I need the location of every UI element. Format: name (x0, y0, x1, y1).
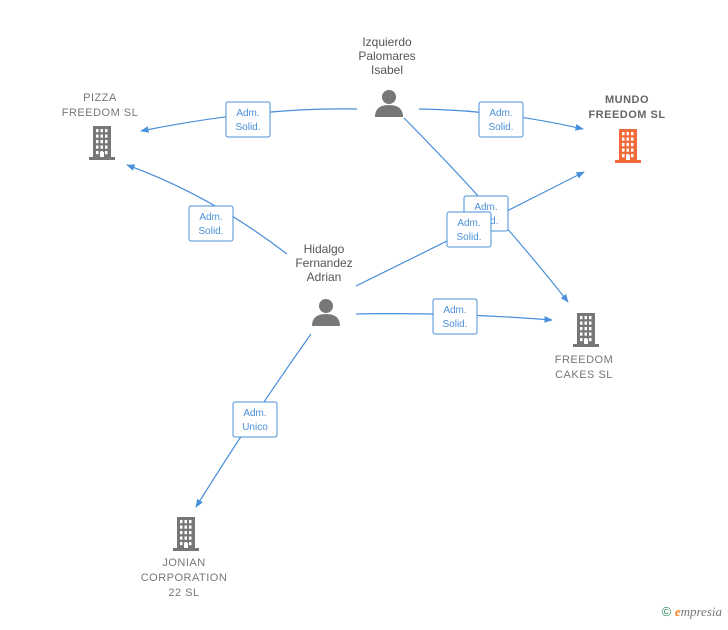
building-icon (173, 517, 199, 551)
company-name-line: FREEDOM (555, 354, 614, 366)
person-name-line: Adrian (307, 270, 342, 284)
edge-label-text: Solid. (442, 319, 467, 330)
empresia-logo[interactable]: empresia (675, 604, 722, 619)
edge-label-box[interactable] (232, 401, 278, 438)
edge-label-text: Solid. (235, 122, 260, 133)
pizza-freedom-company[interactable]: PIZZA FREEDOM SL (62, 92, 139, 160)
edge-label-text: Unico (242, 422, 268, 433)
edge-label-box[interactable] (225, 101, 271, 138)
edge-label-box[interactable] (478, 101, 524, 138)
person-name-line: Izquierdo (362, 35, 412, 49)
person-icon (375, 90, 403, 117)
edge-label-e5[interactable]: Adm. Solid. (446, 211, 492, 248)
edge-label-text: Solid. (198, 226, 223, 237)
building-icon (573, 313, 599, 347)
edge-label-text: Adm. (489, 108, 512, 119)
person-name-line: Fernandez (295, 256, 352, 270)
edge-label-box[interactable] (446, 211, 492, 248)
person-icon (312, 299, 340, 326)
edge-label-text: Adm. (199, 212, 222, 223)
freedom-cakes-company[interactable]: FREEDOM CAKES SL (555, 313, 614, 381)
edge-label-box[interactable] (188, 205, 234, 242)
edge-labels-layer: Adm. Solid. Adm. Solid. Adm. Solid. Adm. Solid.… (188, 101, 524, 438)
company-name-line: PIZZA (83, 92, 117, 104)
person-name-line: Palomares (358, 49, 415, 63)
company-name-line: MUNDO (605, 94, 649, 106)
edges-layer (126, 108, 585, 508)
company-name-line: CORPORATION (141, 572, 228, 584)
edge-label-e1[interactable]: Adm. Solid. (225, 101, 271, 138)
brand-name: mpresia (680, 604, 722, 619)
edge-label-text: Adm. (474, 202, 497, 213)
edge-label-text: Adm. (457, 218, 480, 229)
building-icon (615, 129, 641, 163)
edge-label-box[interactable] (432, 298, 478, 335)
person-name-line: Isabel (371, 63, 403, 77)
edge-label-e4[interactable]: Adm. Solid. (188, 205, 234, 242)
person-name-line: Hidalgo (304, 242, 345, 256)
company-name-line: 22 SL (168, 587, 199, 599)
edge-label-e7[interactable]: Adm. Unico (232, 401, 278, 438)
edge-label-e2[interactable]: Adm. Solid. (478, 101, 524, 138)
edge-label-e6[interactable]: Adm. Solid. (432, 298, 478, 335)
copyright-footer: © empresia (662, 604, 722, 620)
copyright-symbol: © (661, 604, 672, 619)
company-name-line: CAKES SL (555, 369, 613, 381)
nodes-layer: IzquierdoPalomaresIsabelHidalgoFernandez… (62, 35, 665, 599)
edge-label-text: Adm. (243, 408, 266, 419)
edge-label-text: Solid. (488, 122, 513, 133)
edge-label-text: Adm. (236, 108, 259, 119)
brand-initial: e (674, 604, 681, 619)
company-name-line: FREEDOM SL (62, 107, 139, 119)
jonian-corporation-company[interactable]: JONIAN CORPORATION 22 SL (141, 517, 228, 599)
building-icon (89, 126, 115, 160)
company-name-line: FREEDOM SL (588, 109, 665, 121)
edge-label-text: Adm. (443, 305, 466, 316)
edge-hidalgo-to-pizza (126, 164, 288, 255)
mundo-freedom-company[interactable]: MUNDO FREEDOM SL (588, 94, 665, 163)
edge-label-text: Solid. (456, 232, 481, 243)
company-name-line: JONIAN (162, 557, 205, 569)
